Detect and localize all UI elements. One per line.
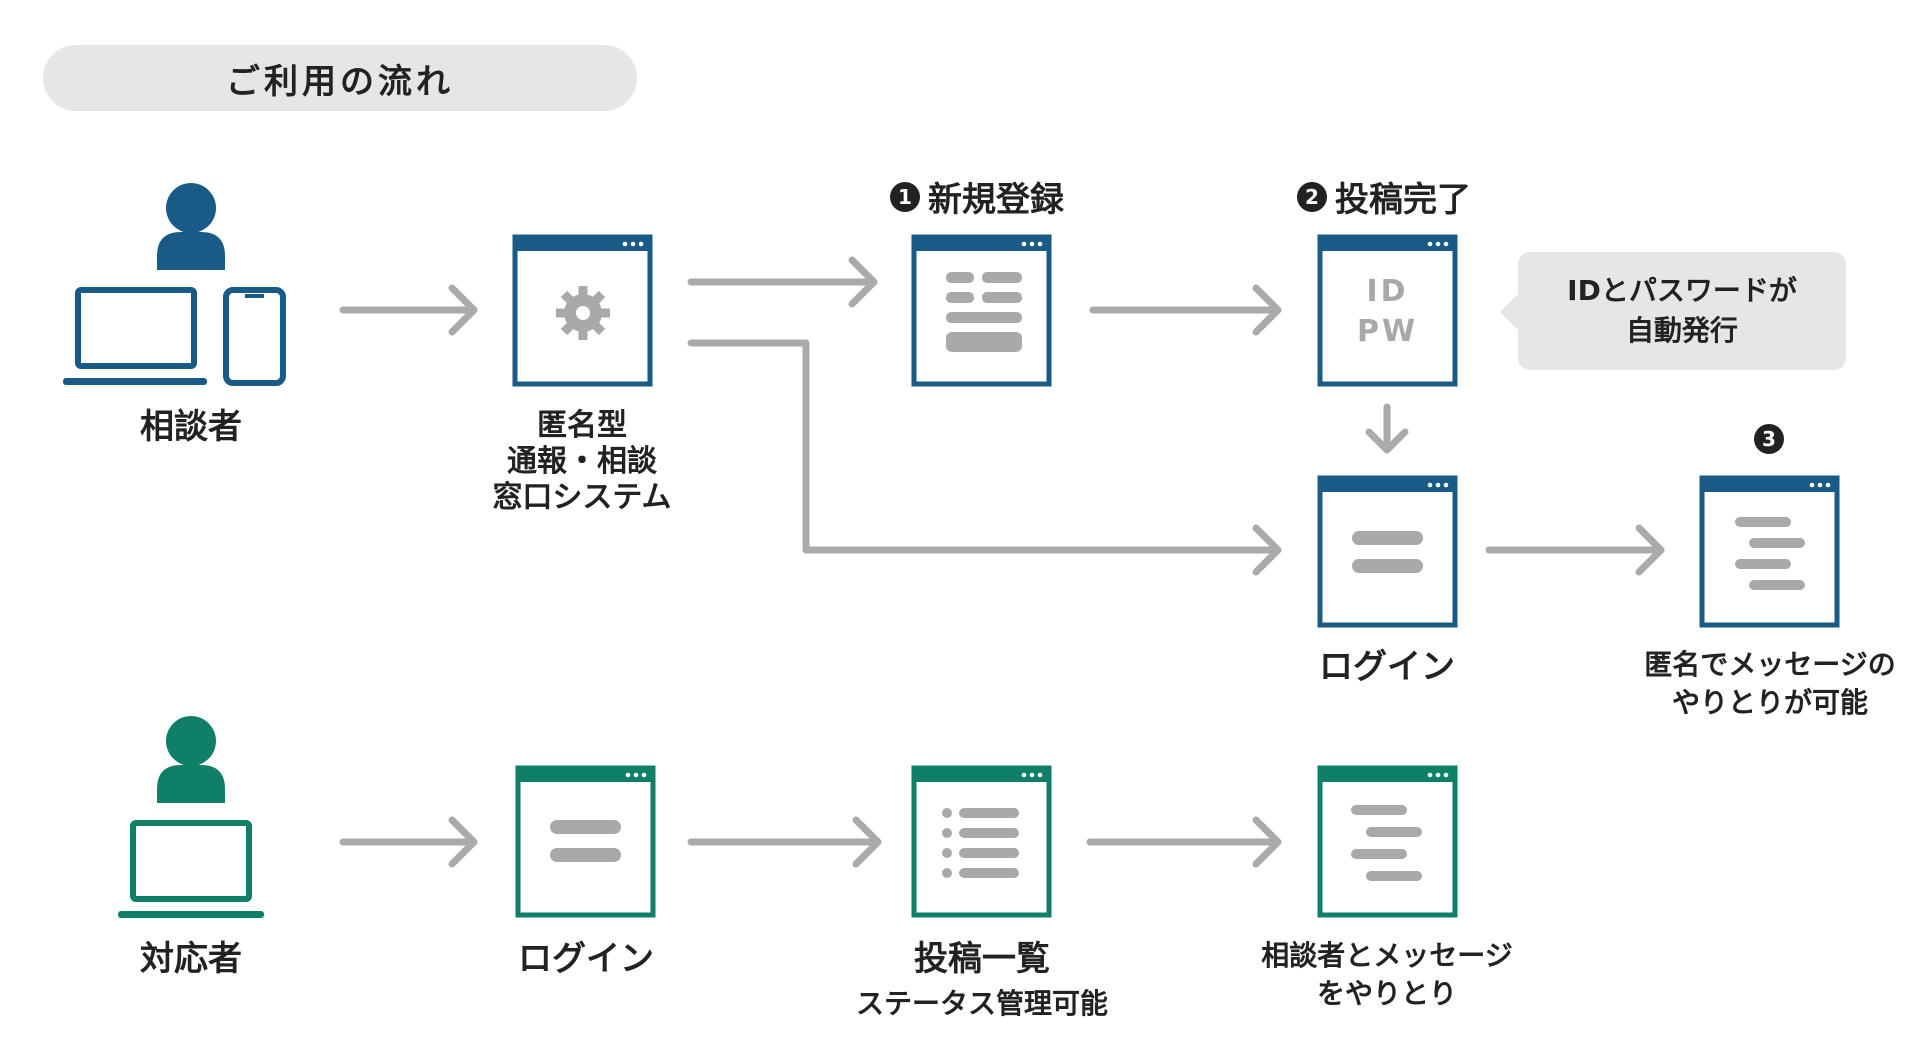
browser-window-icon: [1699, 475, 1840, 628]
step1-label: 新規登録: [928, 180, 1064, 220]
arrow-right-icon: [1089, 284, 1282, 336]
login-fields-icon: [1352, 531, 1423, 573]
browser-window-icon: [911, 765, 1052, 918]
responder-login-label: ログイン: [518, 939, 654, 979]
id-text: ID: [1366, 274, 1409, 309]
message-window: [1317, 765, 1458, 918]
arrow-right-icon: [1086, 816, 1282, 868]
gear-icon: [556, 286, 610, 340]
pw-text: PW: [1356, 314, 1419, 349]
arrow-right-icon: [687, 816, 882, 868]
responder-label: 対応者: [140, 939, 242, 979]
step2-label: 投稿完了: [1335, 180, 1471, 220]
credentials-callout: IDとパスワードが 自動発行: [1500, 252, 1846, 370]
system-window: [512, 234, 653, 387]
post-list-label: 投稿一覧: [914, 939, 1050, 979]
callout-line1: IDとパスワードが: [1567, 274, 1797, 307]
bullet-list-icon: [942, 808, 1019, 878]
browser-window-icon: [1317, 475, 1458, 628]
consultant-login-window: [1317, 475, 1458, 628]
browser-window-icon: [1317, 234, 1458, 387]
message-lines-icon: [1351, 805, 1422, 881]
laptop-icon: [118, 820, 264, 918]
message-label: 相談者とメッセージ をやりとり: [1261, 939, 1513, 1010]
callout-line2: 自動発行: [1625, 314, 1738, 347]
step2-heading: 2 投稿完了: [1297, 172, 1471, 221]
browser-window-icon: [515, 765, 656, 918]
smartphone-icon: [223, 287, 286, 386]
registration-window: [911, 234, 1052, 387]
step3-label: 匿名でメッセージの やりとりが可能: [1644, 648, 1896, 719]
credentials-window: [1317, 234, 1458, 387]
laptop-icon: [63, 287, 207, 385]
responder-login-window: [515, 765, 656, 918]
message-lines-icon: [1735, 517, 1805, 590]
consultant-devices: [63, 183, 286, 386]
login-fields-icon: [550, 820, 621, 862]
step3-number: 3: [1754, 424, 1784, 454]
arrow-elbow-to-login: [687, 339, 1282, 576]
arrow-down-icon: [1365, 403, 1409, 454]
form-lines-icon: [946, 272, 1022, 352]
browser-window-icon: [911, 234, 1052, 387]
step3-heading: 3: [1754, 424, 1784, 454]
post-list-sublabel: ステータス管理可能: [855, 987, 1108, 1020]
step2-number: 2: [1297, 181, 1327, 212]
anonymous-message-window: [1699, 475, 1840, 628]
responder-devices: [118, 716, 264, 918]
arrow-right-icon: [687, 256, 878, 308]
person-icon: [157, 183, 225, 270]
post-list-window: [911, 765, 1052, 918]
step1-number: 1: [890, 181, 920, 212]
consultant-login-label: ログイン: [1319, 647, 1455, 687]
consultant-label: 相談者: [140, 407, 242, 447]
step1-heading: 1 新規登録: [890, 172, 1064, 221]
arrow-right-icon: [339, 284, 478, 336]
flow-title: ご利用の流れ: [43, 45, 637, 111]
person-icon: [157, 716, 225, 803]
system-label: 匿名型 通報・相談 窓口システム: [492, 408, 672, 515]
arrow-right-icon: [339, 816, 478, 868]
browser-window-icon: [1317, 765, 1458, 918]
arrow-right-icon: [1485, 524, 1665, 576]
